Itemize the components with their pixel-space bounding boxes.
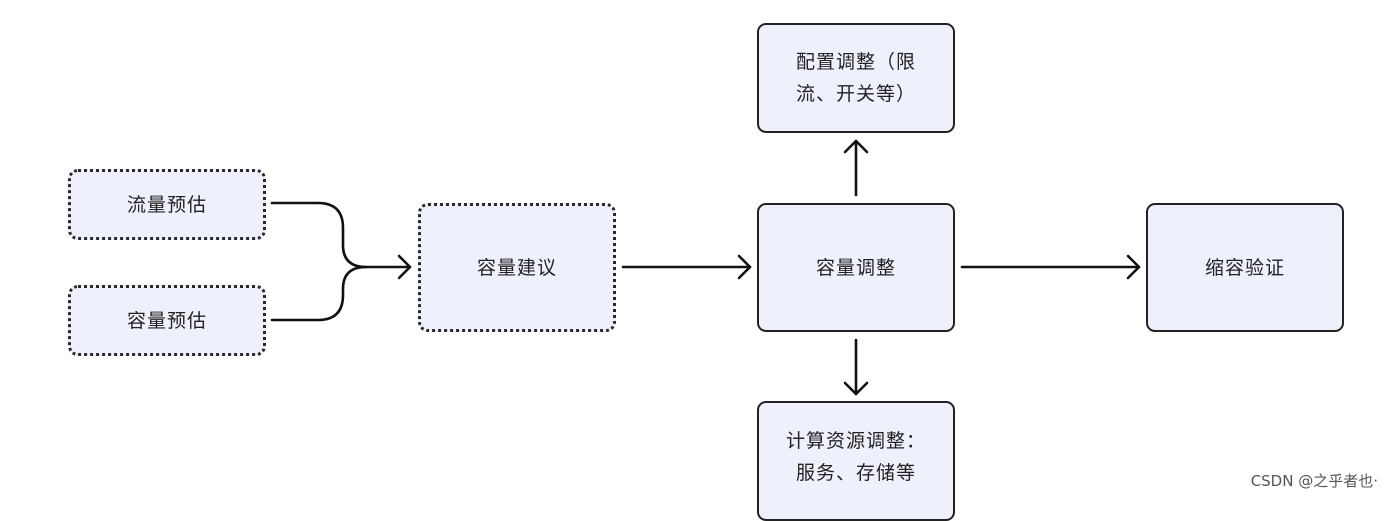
traffic-estimate-label: 流量预估 — [126, 193, 207, 216]
connector-capacity-to-advice — [270, 265, 368, 322]
scale-down-verify-node: 缩容验证 — [1146, 203, 1344, 332]
config-adjust-label: 配置调整（限 流、开关等） — [795, 51, 916, 105]
capacity-advice-label: 容量建议 — [476, 256, 557, 279]
flow-diagram — [270, 139, 1141, 396]
watermark: CSDN @之乎者也· — [1250, 472, 1378, 490]
arrowhead-to-adjust — [737, 254, 752, 280]
capacity-estimate-node: 容量预估 — [68, 285, 266, 356]
capacity-estimate-label: 容量预估 — [126, 309, 207, 332]
compute-adjust-node: 计算资源调整： 服务、存储等 — [757, 401, 955, 521]
arrowhead-to-config — [843, 139, 869, 154]
compute-adjust-label: 计算资源调整： 服务、存储等 — [785, 430, 926, 484]
connector-traffic-to-advice — [270, 201, 412, 269]
scale-down-verify-label: 缩容验证 — [1204, 256, 1285, 279]
arrowhead-to-verify — [1126, 254, 1141, 280]
config-adjust-node: 配置调整（限 流、开关等） — [757, 23, 955, 133]
capacity-adjust-label: 容量调整 — [815, 256, 896, 279]
capacity-adjust-node: 容量调整 — [757, 203, 955, 332]
traffic-estimate-node: 流量预估 — [68, 169, 266, 240]
arrowhead-to-compute — [843, 381, 869, 396]
capacity-advice-node: 容量建议 — [418, 203, 616, 332]
arrowhead-to-advice — [397, 254, 412, 280]
